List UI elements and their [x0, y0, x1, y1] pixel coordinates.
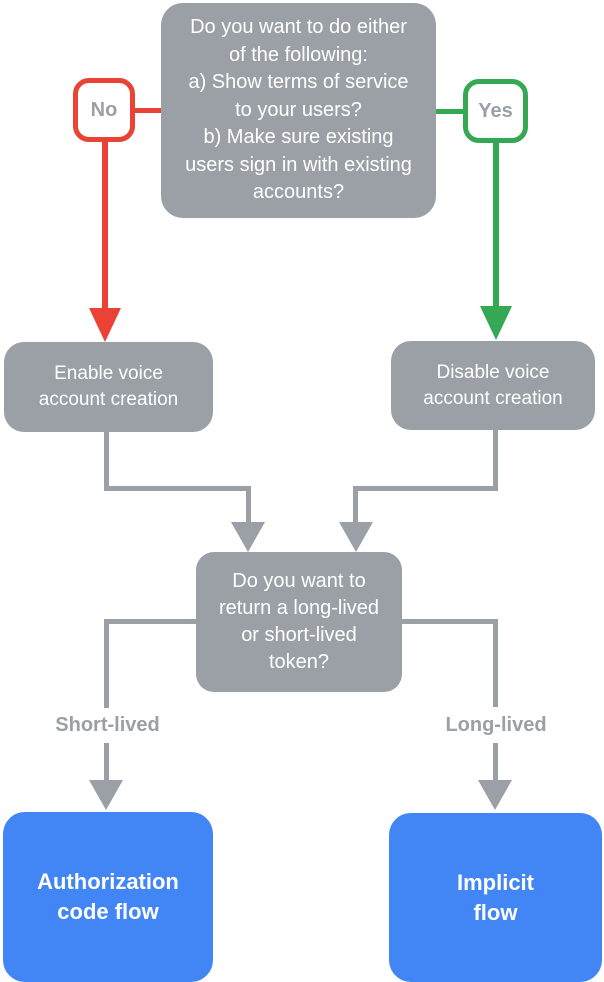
disable-voice-node: Disable voice account creation	[391, 341, 595, 430]
connector-short-vertical	[104, 619, 109, 780]
authorization-code-flow-text: Authorization code flow	[37, 869, 179, 924]
arrow-down-long-lived-icon	[478, 780, 512, 810]
decision-node-terms: Do you want to do either of the followin…	[161, 3, 436, 218]
connector-no-vertical	[102, 140, 108, 312]
connector-no-horizontal	[135, 108, 161, 113]
implicit-flow-node: Implicit flow	[389, 813, 602, 982]
arrow-down-red-icon	[89, 308, 121, 342]
connector-enable-down	[104, 432, 109, 491]
yes-badge-text: Yes	[478, 99, 513, 122]
connector-disable-down	[493, 430, 498, 491]
connector-short-horizontal	[104, 619, 196, 624]
connector-long-horizontal	[402, 619, 498, 624]
long-lived-label-text: Long-lived	[445, 713, 547, 736]
yes-badge: Yes	[463, 79, 528, 143]
connector-yes-vertical	[493, 141, 499, 309]
decision-node-terms-text: Do you want to do either of the followin…	[185, 16, 412, 204]
authorization-code-flow-node: Authorization code flow	[3, 812, 213, 982]
arrow-down-gray-right-icon	[339, 522, 373, 552]
long-lived-label: Long-lived	[412, 707, 580, 743]
arrow-down-gray-left-icon	[231, 522, 265, 552]
disable-voice-node-text: Disable voice account creation	[423, 361, 563, 409]
connector-yes-horizontal	[436, 109, 463, 114]
decision-node-token-text: Do you want to return a long-lived or sh…	[218, 570, 380, 673]
short-lived-label: Short-lived	[23, 708, 192, 743]
no-badge-text: No	[90, 98, 118, 121]
enable-voice-node: Enable voice account creation	[4, 342, 213, 432]
implicit-flow-text: Implicit flow	[456, 869, 534, 925]
short-lived-label-text: Short-lived	[55, 714, 160, 736]
no-badge: No	[73, 78, 135, 142]
connector-enable-across	[104, 486, 251, 491]
connector-enable-drop	[246, 486, 251, 524]
arrow-down-green-icon	[480, 306, 512, 340]
connector-disable-drop	[353, 486, 358, 524]
arrow-down-short-lived-icon	[89, 780, 123, 810]
enable-voice-node-text: Enable voice account creation	[38, 363, 179, 410]
decision-node-token: Do you want to return a long-lived or sh…	[196, 552, 402, 692]
connector-disable-across	[353, 486, 498, 491]
connector-long-vertical	[493, 619, 498, 780]
